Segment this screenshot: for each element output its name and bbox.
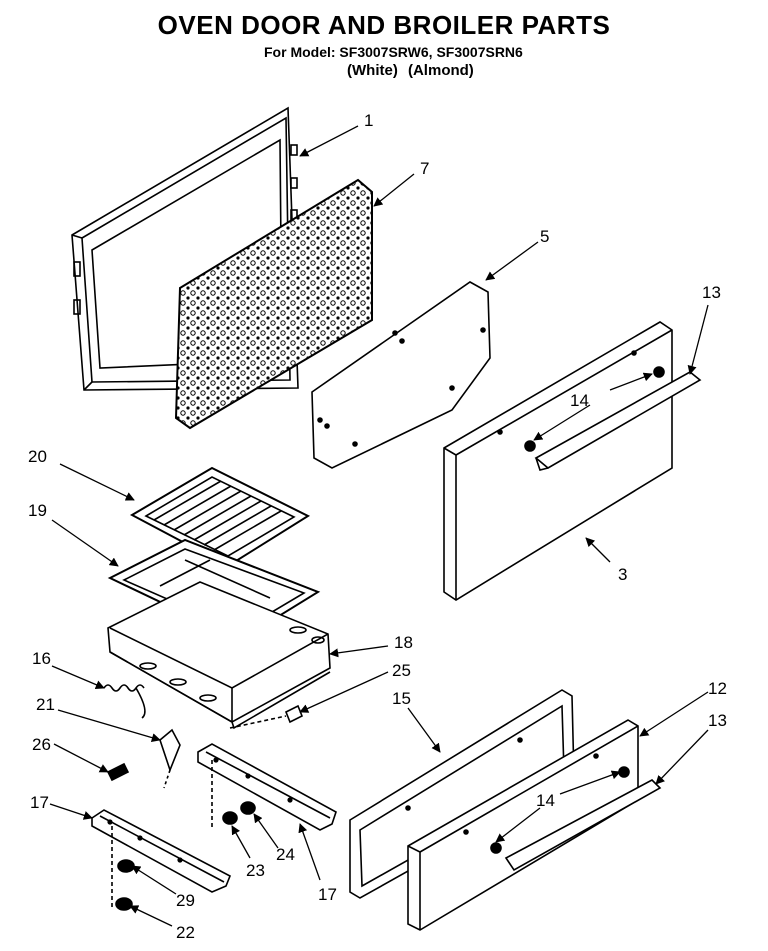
part-number-15: 15 [392,689,411,708]
broiler-drawer-part [107,581,331,730]
part-number-22: 22 [176,923,195,942]
page-title: OVEN DOOR AND BROILER PARTS [157,10,611,40]
roller-part [115,859,135,911]
drawer-bracket-part [229,704,304,729]
part-number-5: 5 [540,227,549,246]
part-number-16: 16 [32,649,51,668]
model-numbers: For Model: SF3007SRW6, SF3007SRN6 [264,44,523,60]
part-number-3: 3 [618,565,627,584]
spring-part [103,684,146,719]
rail-roller-part [222,801,256,825]
part-number-17-right: 17 [318,885,337,904]
part-number-1: 1 [364,111,373,130]
part-number-7: 7 [420,159,429,178]
part-number-25: 25 [392,661,411,680]
part-number-13-bottom: 13 [708,711,727,730]
door-handle-top-part [534,371,702,471]
part-number-14-top: 14 [570,391,589,410]
part-number-20: 20 [28,447,47,466]
inner-door-panel-part [311,281,491,469]
drawer-rail-right-part [197,743,337,831]
part-number-21: 21 [36,695,55,714]
drawer-handle-part [504,779,662,872]
insulation-part [174,178,373,430]
model-colors: (White) (Almond) [347,62,474,79]
latch-part [159,728,181,789]
part-number-17-left: 17 [30,793,49,812]
part-number-23: 23 [246,861,265,880]
part-number-12: 12 [708,679,727,698]
part-number-26: 26 [32,735,51,754]
callout-numbers: 1 7 5 13 14 3 20 19 18 25 16 21 26 17 15… [28,111,727,942]
broiler-grid-part [129,466,311,568]
part-number-29: 29 [176,891,195,910]
drawer-rail-left-part [91,809,232,910]
screw-part [106,762,130,782]
part-number-18: 18 [394,633,413,652]
part-number-19: 19 [28,501,47,520]
part-number-14-bottom: 14 [536,791,555,810]
part-number-24: 24 [276,845,295,864]
part-number-13-top: 13 [702,283,721,302]
handle-spacer-top [524,366,665,452]
callout-leaders [49,125,709,927]
